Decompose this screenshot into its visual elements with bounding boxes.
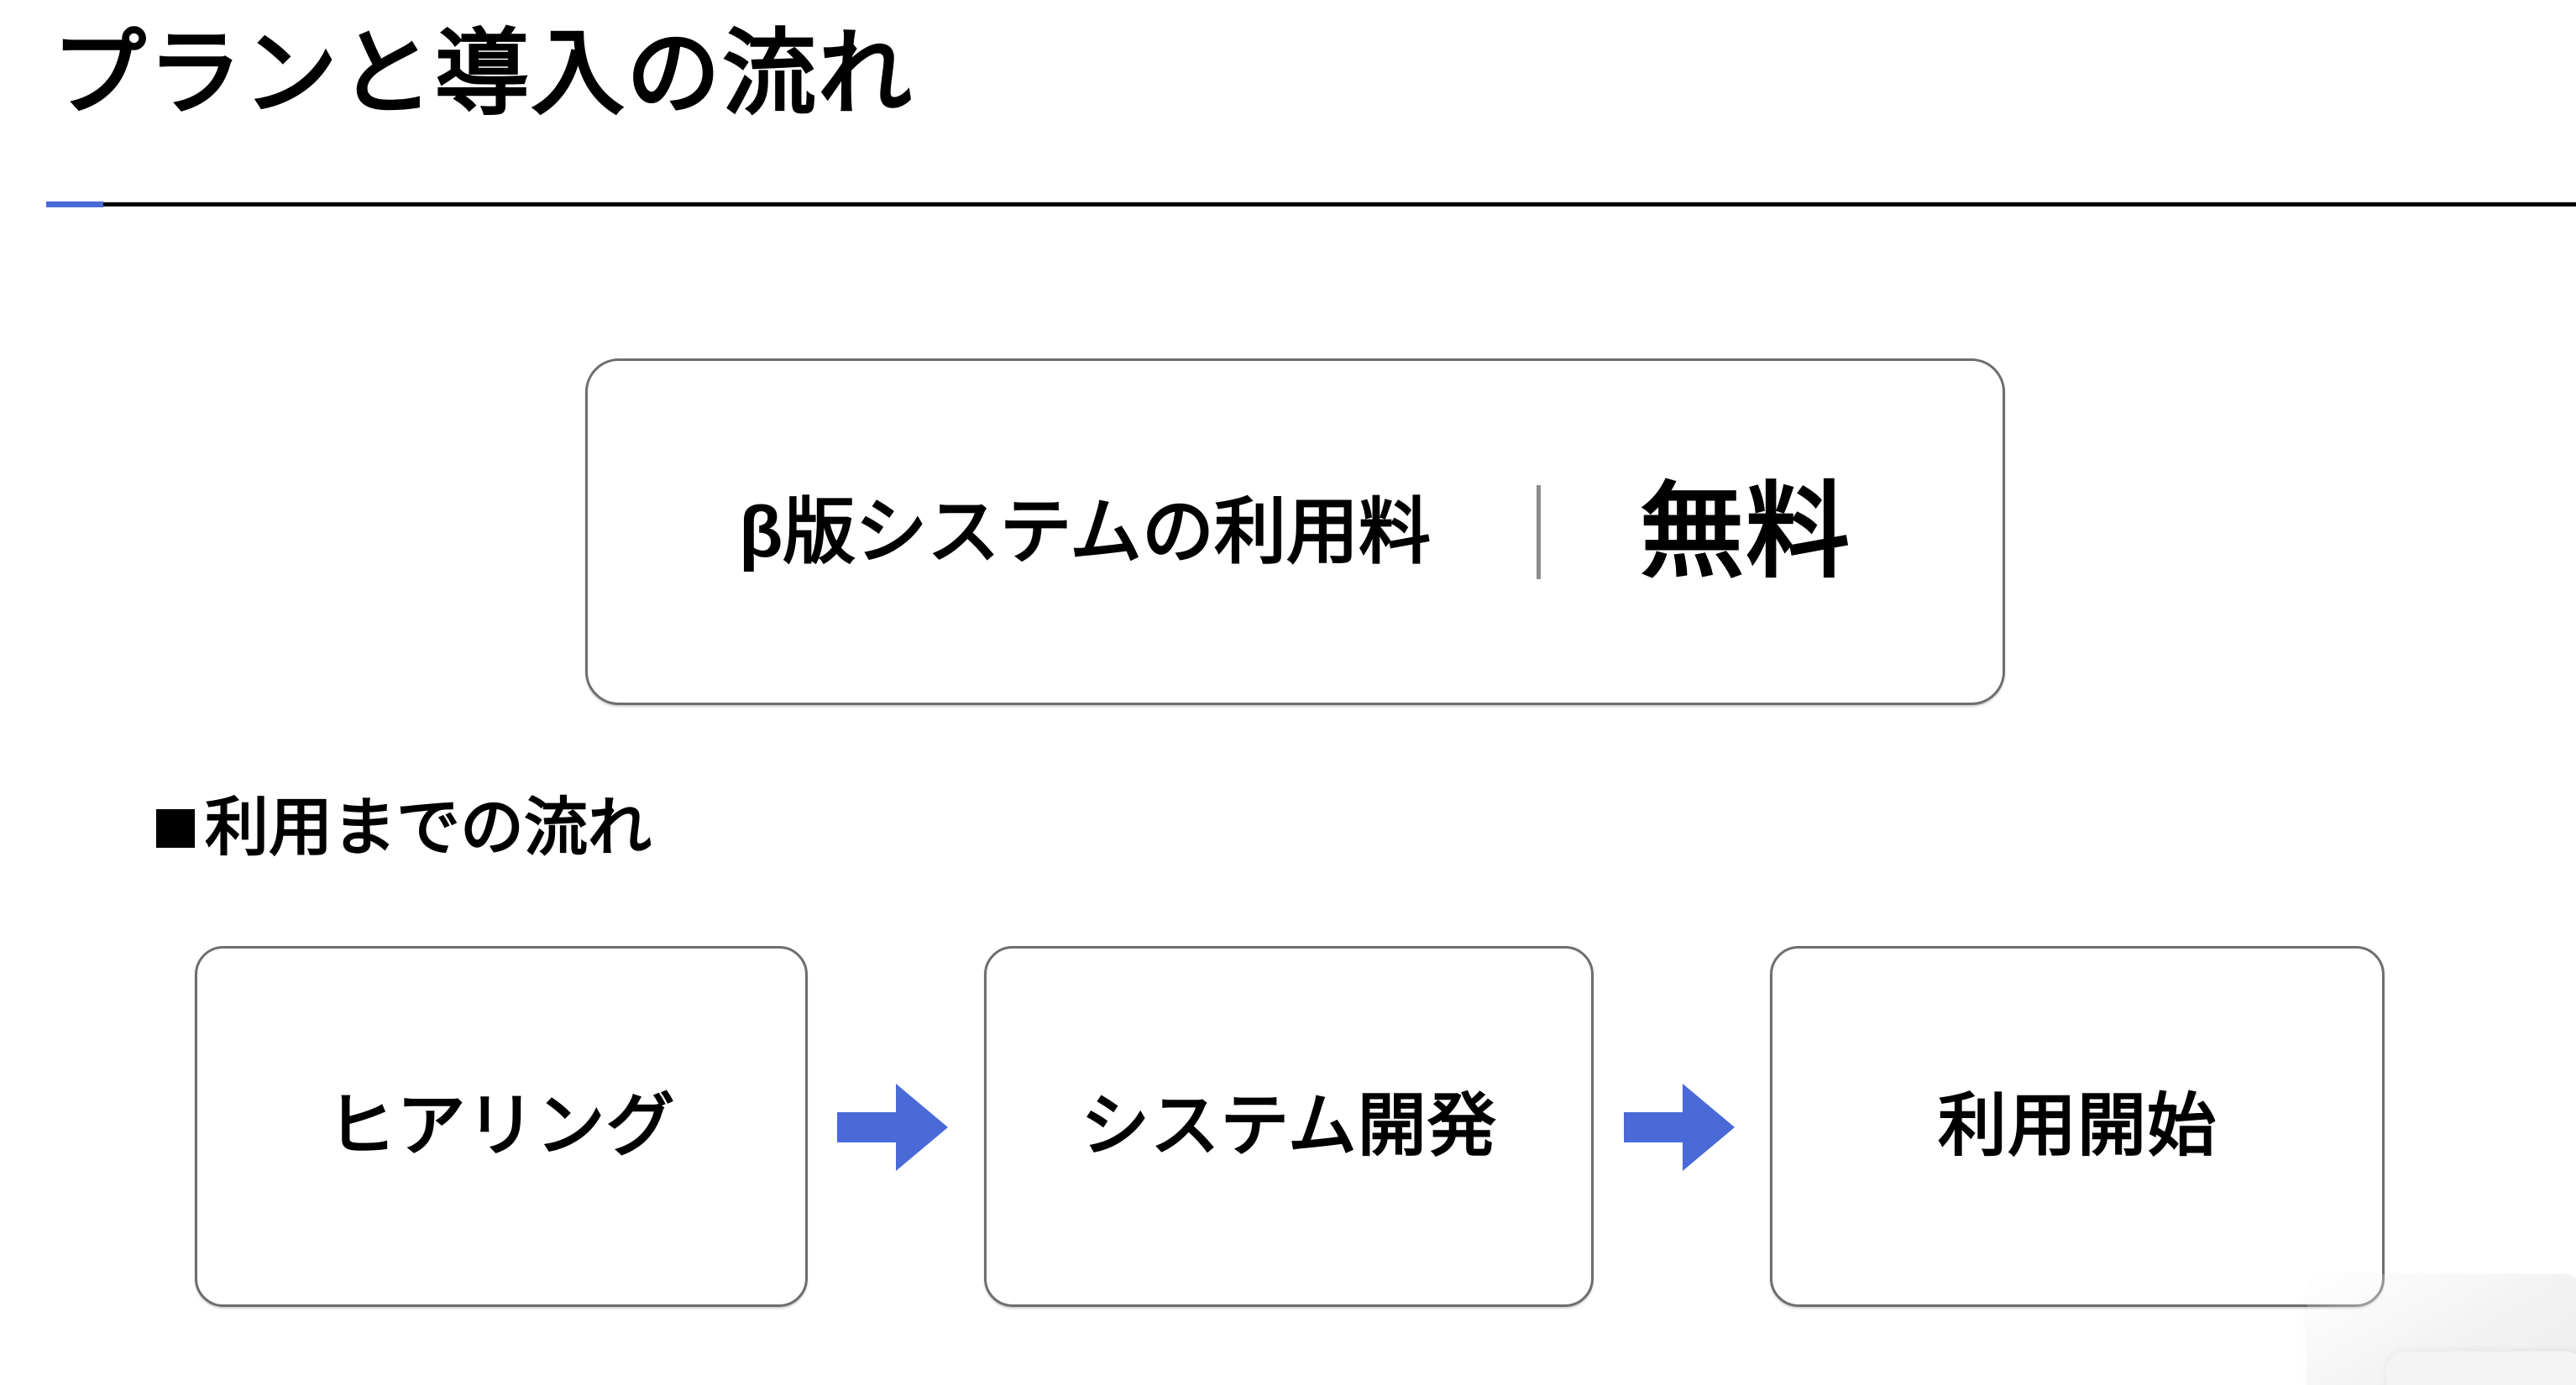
price-label: β版システムの利用料 xyxy=(739,491,1431,572)
price-card-row: β版システムの利用料 無料 xyxy=(588,361,2003,703)
arrow-right-icon xyxy=(837,1080,948,1174)
flow-section-heading: 利用までの流れ xyxy=(156,793,652,864)
flow-step-label: システム開発 xyxy=(1081,1088,1497,1164)
arrow-right-icon xyxy=(1624,1080,1735,1174)
page-title: プランと導入の流れ xyxy=(52,21,914,126)
corner-overlay-inner-panel xyxy=(2386,1351,2576,1385)
flow-heading-label: 利用までの流れ xyxy=(205,792,652,864)
flow-step-hearing: ヒアリング xyxy=(195,946,808,1307)
price-card: β版システムの利用料 無料 xyxy=(585,358,2005,705)
square-bullet-icon xyxy=(156,808,195,848)
price-value: 無料 xyxy=(1639,473,1851,590)
title-rule-line xyxy=(102,202,2576,206)
title-rule-accent xyxy=(46,201,103,207)
flow-diagram: ヒアリング システム開発 利用開始 xyxy=(195,946,2385,1307)
price-vertical-divider xyxy=(1536,484,1541,579)
flow-step-system-development: システム開発 xyxy=(984,946,1594,1307)
flow-step-start-using: 利用開始 xyxy=(1770,946,2385,1307)
flow-step-label: ヒアリング xyxy=(327,1088,676,1164)
title-divider-rule xyxy=(0,201,2576,207)
flow-step-label: 利用開始 xyxy=(1937,1088,2217,1164)
